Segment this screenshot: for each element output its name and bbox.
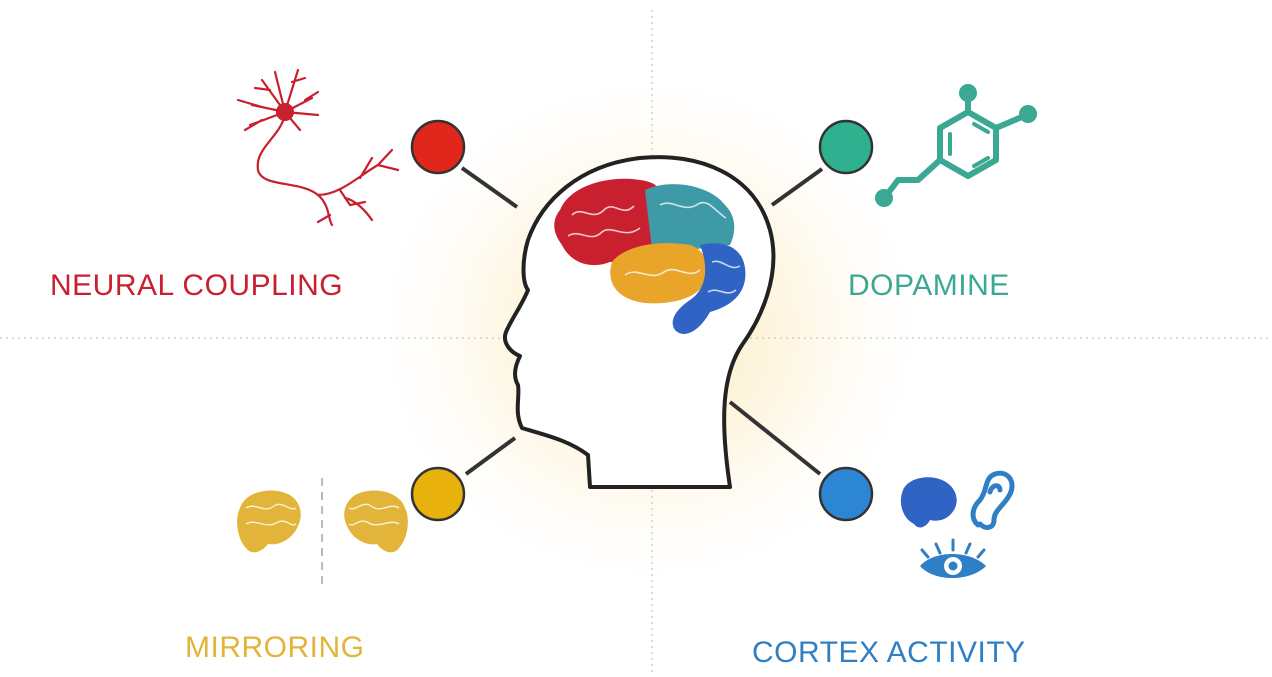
ear-icon <box>970 470 1015 530</box>
label-mirroring: MIRRORING <box>185 631 365 664</box>
dopamine-molecule-icon <box>875 84 1037 207</box>
node-mirroring <box>410 466 466 522</box>
node-neural-coupling <box>410 119 466 175</box>
node-cortex-activity <box>818 466 874 522</box>
label-cortex-activity: CORTEX ACTIVITY <box>752 636 1026 669</box>
neuron-icon <box>236 68 400 227</box>
mirrored-brains-icon <box>237 478 408 585</box>
center-brain-icon <box>554 178 746 334</box>
brain-frontal-lobe <box>554 178 664 266</box>
connector-dopamine <box>770 167 824 207</box>
connector-cortex-activity <box>728 400 822 476</box>
connector-neural-coupling <box>460 166 519 209</box>
mirror-brain-right <box>344 490 408 553</box>
eye-icon <box>920 538 986 578</box>
brain-icon <box>900 477 957 528</box>
cortex-icons <box>900 470 1015 578</box>
label-neural-coupling: NEURAL COUPLING <box>50 269 344 302</box>
mirror-brain-left <box>237 490 301 553</box>
connector-mirroring <box>464 436 517 476</box>
node-dopamine <box>818 119 874 175</box>
brain-parietal-lobe <box>645 184 735 251</box>
label-dopamine: DOPAMINE <box>848 269 1010 302</box>
brain-temporal-lobe <box>610 243 708 304</box>
